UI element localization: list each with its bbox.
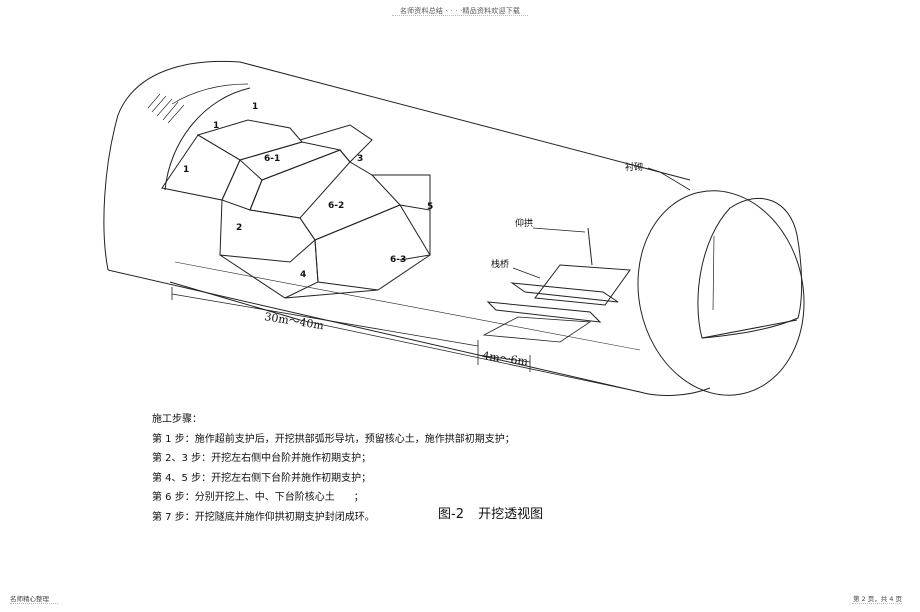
step-item: 第 4、5 步：开挖左右侧下台阶并施作初期支护；: [152, 472, 372, 484]
label-6-3: 6-3: [390, 255, 406, 265]
steps-title: 施工步骤：: [152, 414, 202, 425]
dim-short-text: 4m～6m: [482, 349, 530, 368]
label-2: 2: [236, 223, 242, 233]
label-6-2: 6-2: [328, 201, 344, 211]
footer-right-dots: [852, 603, 902, 605]
trestle-lower: [486, 301, 602, 323]
step-item: 第 1 步：施作超前支护后，开挖拱部弧形导坑，预留核心土，施作拱部初期支护；: [152, 433, 515, 445]
page-header: 名师资料总结 · · · ·精品资料欢迎下载: [399, 7, 521, 15]
inner-arch: [164, 87, 251, 191]
dim-long-text: 30m～40m: [264, 310, 326, 332]
label-1-top: 1: [252, 102, 258, 112]
label-invert: 仰拱: [515, 217, 533, 229]
header-dotted-rule: [392, 15, 528, 17]
figure-number: 图-2: [438, 507, 464, 522]
construction-steps: 施工步骤： 第 1 步：施作超前支护后，开挖拱部弧形导坑，预留核心土，施作拱部初…: [152, 410, 515, 527]
block-5: [399, 204, 431, 261]
label-lining: 衬砌: [625, 161, 643, 173]
label-1-bottom: 1: [183, 165, 189, 175]
label-3: 3: [357, 154, 363, 164]
invert-segment: [534, 264, 631, 306]
block-6-1: [239, 141, 342, 181]
tunnel-end-ring-outer: [637, 190, 805, 396]
label-5: 5: [427, 202, 433, 212]
block-6-2: [249, 149, 351, 219]
tunnel-bottom-outline: [107, 269, 711, 396]
step-item: 第 6 步：分别开挖上、中、下台阶核心土 ；: [152, 492, 364, 503]
trestle-upper: [510, 282, 619, 303]
label-6-1: 6-1: [264, 154, 280, 164]
footer-left-dots: [10, 603, 58, 605]
label-1-left: 1: [213, 121, 219, 131]
label-trestle: 栈桥: [491, 258, 509, 270]
figure-title: 开挖透视图: [478, 507, 544, 522]
block-6-3: [314, 204, 431, 291]
label-4: 4: [300, 270, 306, 280]
block-4: [219, 239, 319, 299]
dim-long-line: [171, 287, 479, 365]
tunnel-top-outline: [117, 60, 691, 181]
dim-short-line: [477, 354, 531, 372]
step-item: 第 2、3 步：开挖左右侧中台阶并施作初期支护；: [152, 453, 372, 464]
block-1-front: [161, 134, 241, 201]
tunnel-left-end: [103, 114, 119, 271]
page-number: 第 2 页，共 4 页: [852, 595, 902, 603]
tunnel-end-ring-inner: [697, 197, 803, 339]
footer-left: 名师精心整理: [10, 595, 49, 603]
step-item: 第 7 步：开挖隧底并施作仰拱初期支护封闭成环。: [152, 511, 375, 523]
block-2: [219, 199, 316, 263]
figure-caption: 图-2 开挖透视图: [438, 503, 553, 522]
